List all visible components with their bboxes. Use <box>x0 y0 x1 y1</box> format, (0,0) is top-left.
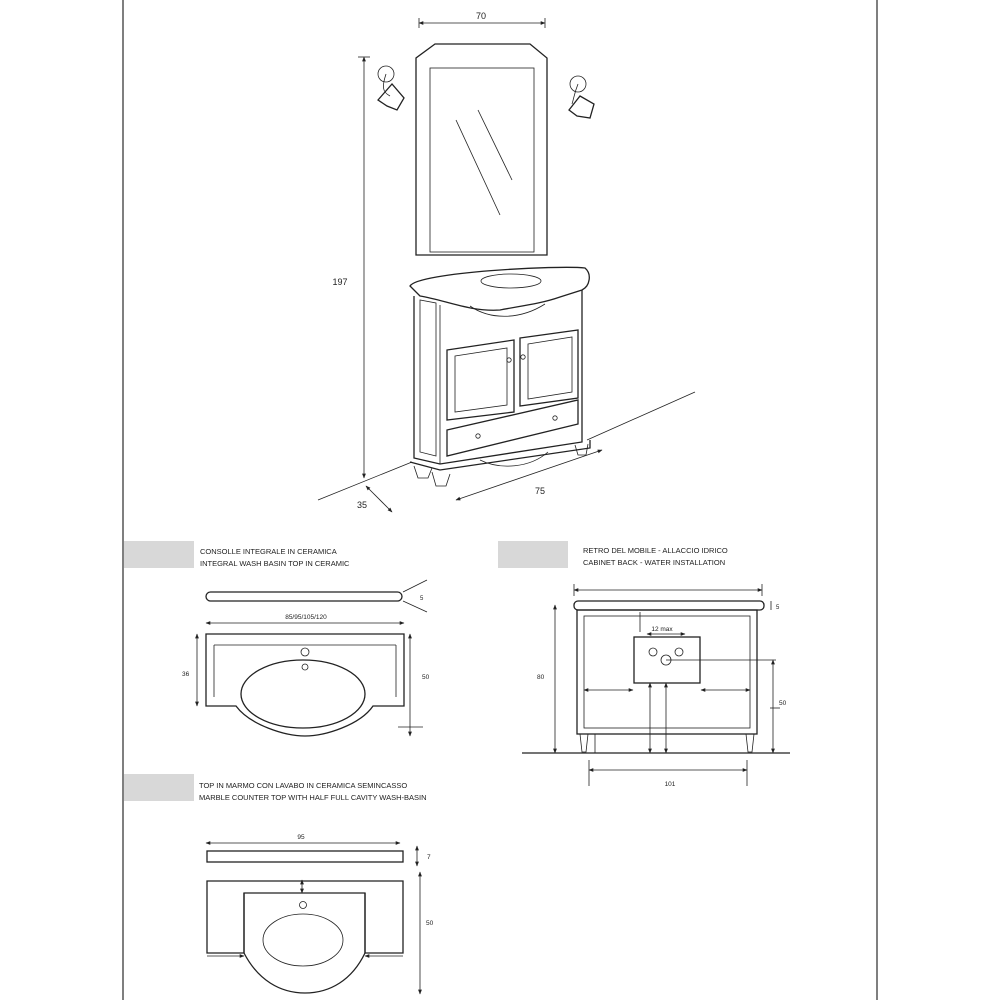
outlet-height-label: 50 <box>779 700 787 707</box>
marble-basin-bowl <box>243 893 366 994</box>
basin-top <box>409 266 590 311</box>
marble-plan-outline <box>206 880 404 954</box>
wall-lamp-left-icon <box>377 65 405 111</box>
section-header-band <box>498 541 568 568</box>
basin-side-profile <box>205 591 403 602</box>
wall-lamp-right-icon <box>568 75 595 119</box>
dim-length-label: 75 <box>535 486 545 496</box>
cabinet-door-right <box>519 329 579 407</box>
section-title-it: CONSOLLE INTEGRALE IN CERAMICA <box>200 547 337 556</box>
section-title-it: TOP IN MARMO CON LAVABO IN CERAMICA SEMI… <box>199 781 407 790</box>
marble-width-label: 95 <box>297 834 305 841</box>
section-cabinet-back: RETRO DEL MOBILE - ALLACCIO IDRICO CABIN… <box>498 541 790 788</box>
mirror-glass <box>429 67 535 253</box>
basin-widths-label: 85/95/105/120 <box>285 614 327 621</box>
dim-depth-label: 35 <box>357 500 367 510</box>
marble-height-label: 50 <box>426 920 434 927</box>
spacing-label: 12 max <box>651 626 673 633</box>
basin-height-label: 50 <box>422 674 430 681</box>
cabinet-drawer <box>446 399 579 457</box>
section-title-en: INTEGRAL WASH BASIN TOP IN CERAMIC <box>200 559 350 568</box>
mirror-frame <box>415 43 548 256</box>
dim-width-label: 70 <box>476 11 486 21</box>
section-header-band <box>124 541 194 568</box>
basin-thickness-label: 5 <box>420 596 424 602</box>
cabinet-door-left <box>446 339 515 421</box>
section-header-band <box>124 774 194 801</box>
overview-perspective-drawing: 70 197 35 75 <box>317 11 696 513</box>
basin-bowl <box>240 659 366 729</box>
dim-height-label: 197 <box>332 277 347 287</box>
water-inlet-left-icon <box>648 647 658 657</box>
basin-depth-label: 36 <box>182 671 190 678</box>
section-integral-basin: CONSOLLE INTEGRALE IN CERAMICA INTEGRAL … <box>124 541 430 737</box>
water-inlet-right-icon <box>674 647 684 657</box>
section-title-it: RETRO DEL MOBILE - ALLACCIO IDRICO <box>583 546 728 555</box>
section-marble-top: TOP IN MARMO CON LAVABO IN CERAMICA SEMI… <box>124 774 434 995</box>
section-title-en: CABINET BACK - WATER INSTALLATION <box>583 558 725 567</box>
cabinet-top-label: 5 <box>776 605 780 611</box>
basin-plan-outline <box>205 633 405 737</box>
cabinet-width-label: 101 <box>665 781 676 788</box>
marble-thickness-label: 7 <box>427 854 431 861</box>
cabinet-back-top <box>573 600 765 611</box>
cabinet-height-label: 80 <box>537 674 545 681</box>
section-title-en: MARBLE COUNTER TOP WITH HALF FULL CAVITY… <box>199 793 427 802</box>
marble-side-profile <box>206 850 404 863</box>
